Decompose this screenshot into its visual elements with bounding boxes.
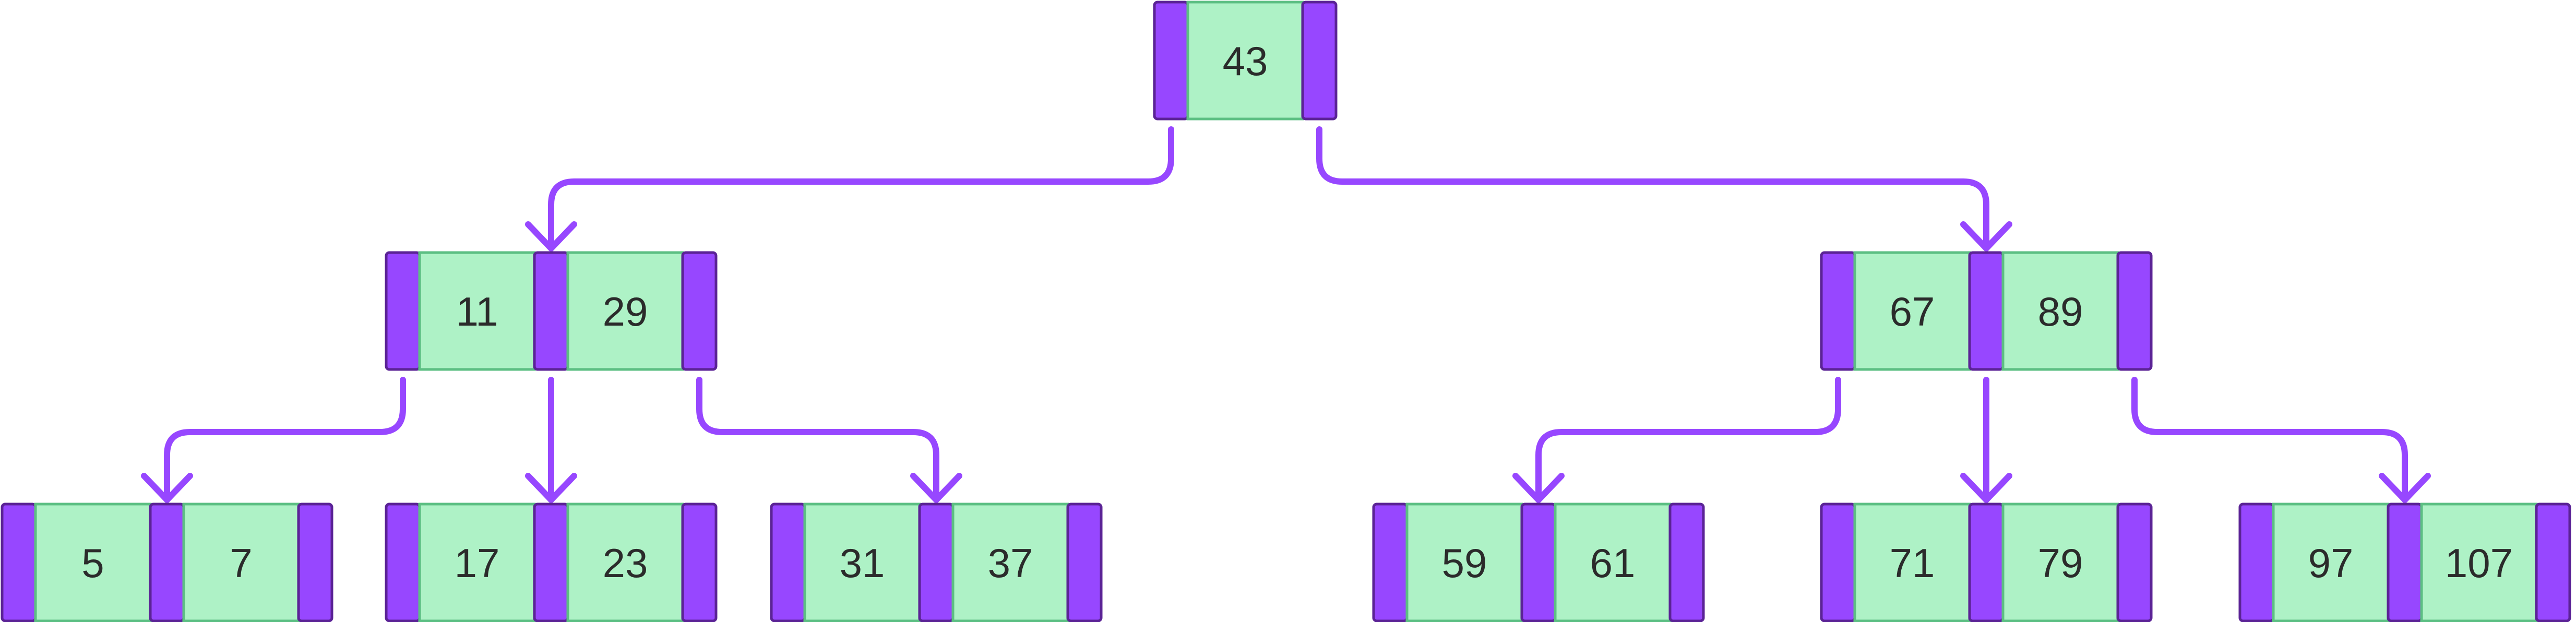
edge-line <box>696 377 939 503</box>
edge-n1-l2 <box>525 377 577 503</box>
key-cell <box>1405 503 1523 622</box>
pointer-slot <box>385 503 421 622</box>
key-cell <box>2001 503 2119 622</box>
edge-line <box>2131 377 2408 503</box>
key-cell <box>951 503 1069 622</box>
tree-node-n1: 11 29 <box>385 251 718 371</box>
key-cell <box>2272 503 2390 622</box>
pointer-slot <box>681 251 718 371</box>
key-cell <box>418 251 536 371</box>
key-label: 43 <box>1223 38 1268 84</box>
pointer-slot <box>1 503 37 622</box>
key-cell <box>803 503 921 622</box>
key-cell <box>1186 1 1304 121</box>
arrowhead <box>1960 473 2012 503</box>
edge-line <box>1535 377 1841 503</box>
key-label: 79 <box>2038 540 2083 586</box>
key-label: 29 <box>603 289 648 334</box>
pointer-slot <box>1520 503 1557 622</box>
key-label: 23 <box>603 540 648 586</box>
key-label: 17 <box>455 540 500 586</box>
key-label: 59 <box>1442 540 1487 586</box>
key-cell <box>2001 251 2119 371</box>
pointer-slot <box>2116 503 2153 622</box>
edge-n2-l4 <box>1512 377 1841 503</box>
key-cell <box>418 503 536 622</box>
pointer-slot <box>770 503 806 622</box>
pointer-slot <box>1372 503 1409 622</box>
tree-node-l5: 71 79 <box>1820 503 2153 622</box>
arrowhead <box>1512 473 1565 503</box>
pointer-slot <box>2387 503 2423 622</box>
key-label: 67 <box>1890 289 1935 334</box>
pointer-slot <box>1968 251 2005 371</box>
pointer-slot <box>1968 503 2005 622</box>
tree-node-root: 43 <box>1153 1 1338 121</box>
edges-layer <box>141 126 2431 503</box>
arrowhead <box>910 473 962 503</box>
pointer-slot <box>297 503 333 622</box>
edge-root-n2 <box>1316 126 2012 252</box>
arrowhead <box>525 221 577 252</box>
key-cell <box>34 503 152 622</box>
key-label: 11 <box>456 289 498 334</box>
pointer-slot <box>2238 503 2275 622</box>
arrowhead <box>2379 473 2431 503</box>
pointer-slot <box>1668 503 1705 622</box>
tree-node-l4: 59 61 <box>1372 503 1705 622</box>
edge-n1-l1 <box>141 377 406 503</box>
key-cell <box>1853 503 1971 622</box>
pointer-slot <box>1820 503 1856 622</box>
pointer-slot <box>385 251 421 371</box>
key-label: 89 <box>2038 289 2083 334</box>
edge-line <box>1316 126 1989 252</box>
pointer-slot <box>918 503 955 622</box>
edge-line <box>164 377 406 503</box>
pointer-slot <box>681 503 718 622</box>
edge-n2-l5 <box>1960 377 2012 503</box>
pointer-slot <box>1066 503 1103 622</box>
key-label: 31 <box>840 540 885 586</box>
edge-n1-l3 <box>696 377 962 503</box>
tree-node-l3: 31 37 <box>770 503 1103 622</box>
key-label: 5 <box>81 540 104 586</box>
edge-n2-l6 <box>2131 377 2431 503</box>
arrowhead <box>525 473 577 503</box>
arrowhead <box>141 473 193 503</box>
tree-node-l6: 97 107 <box>2238 503 2571 622</box>
arrowhead <box>1960 221 2012 252</box>
key-cell <box>566 251 684 371</box>
key-cell <box>1554 503 1672 622</box>
key-label: 37 <box>988 540 1033 586</box>
tree-node-n2: 67 89 <box>1820 251 2153 371</box>
key-label: 71 <box>1890 540 1935 586</box>
key-cell <box>182 503 300 622</box>
pointer-slot <box>1153 1 1189 121</box>
pointer-slot <box>1820 251 1856 371</box>
key-cell <box>566 503 684 622</box>
pointer-slot <box>2116 251 2153 371</box>
pointer-slot <box>1301 1 1338 121</box>
key-label: 7 <box>230 540 252 586</box>
key-label: 97 <box>2308 540 2354 586</box>
pointer-slot <box>533 503 569 622</box>
key-label: 107 <box>2445 540 2513 586</box>
key-label: 61 <box>1590 540 1636 586</box>
pointer-slot <box>533 251 569 371</box>
edge-root-n1 <box>525 126 1174 252</box>
edge-line <box>548 126 1174 252</box>
pointer-slot <box>2535 503 2571 622</box>
pointer-slot <box>149 503 185 622</box>
